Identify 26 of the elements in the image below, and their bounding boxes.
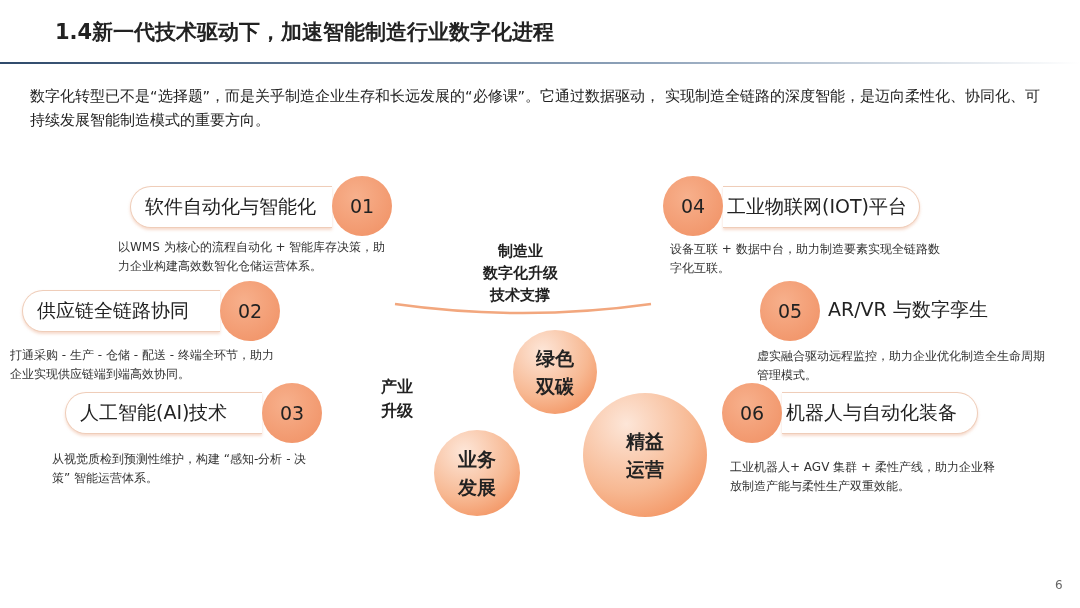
topic-circle: 绿色双碳 [513,330,597,414]
center-heading: 制造业数字化升级技术支撑 [455,240,585,306]
description-text: 虚实融合驱动远程监控，助力企业优化制造全生命周期管理模式。 [757,348,1046,384]
intro-paragraph: 数字化转型已不是“选择题”，而是关乎制造企业生存和长远发展的“必修课”。它通过数据驱动， 实现制造全链路的深度智能，是迈向柔性化、协同化、可持续发展智能制造模式的重要方向。 [30,87,1040,130]
number-circle: 06 [722,383,782,443]
number-circle: 05 [760,281,820,341]
number-circle: 04 [663,176,723,236]
page-number: 6 [1055,578,1063,592]
description-text: 工业机器人+ AGV 集群 + 柔性产线，助力企业释放制造产能与柔性生产双重效能。 [730,459,996,495]
topic-pill: 机器人与自动化装备 [782,392,978,434]
slide-title: 1.4新一代技术驱动下，加速智能制造行业数字化进程 [55,19,555,46]
description-text: 从视觉质检到预测性维护，构建 “感知-分析 - 决策” 智能运营体系。 [52,451,308,487]
topic-circle: 精益运营 [583,393,707,517]
description-text: 设备互联 + 数据中台，助力制造要素实现全链路数字化互联。 [670,241,940,277]
topic-pill: 人工智能(AI)技术 [65,392,262,434]
number-circle: 02 [220,281,280,341]
description-text: 打通采购 - 生产 - 仓储 - 配送 - 终端全环节，助力企业实现供应链端到端高效协同。 [10,347,275,383]
topic-pill: 供应链全链路协同 [22,290,220,332]
section-label: 产业升级 [380,376,414,422]
topic-pill: 工业物联网(IOT)平台 [723,186,920,228]
number-circle: 01 [332,176,392,236]
topic-pill: 软件自动化与智能化 [130,186,332,228]
topic-title: AR/VR 与数字孪生 [828,297,989,322]
topic-circle: 业务发展 [434,430,520,516]
description-text: 以WMS 为核心的流程自动化 + 智能库存决策，助力企业构建高效数智化仓储运营体系。 [118,239,387,275]
number-circle: 03 [262,383,322,443]
